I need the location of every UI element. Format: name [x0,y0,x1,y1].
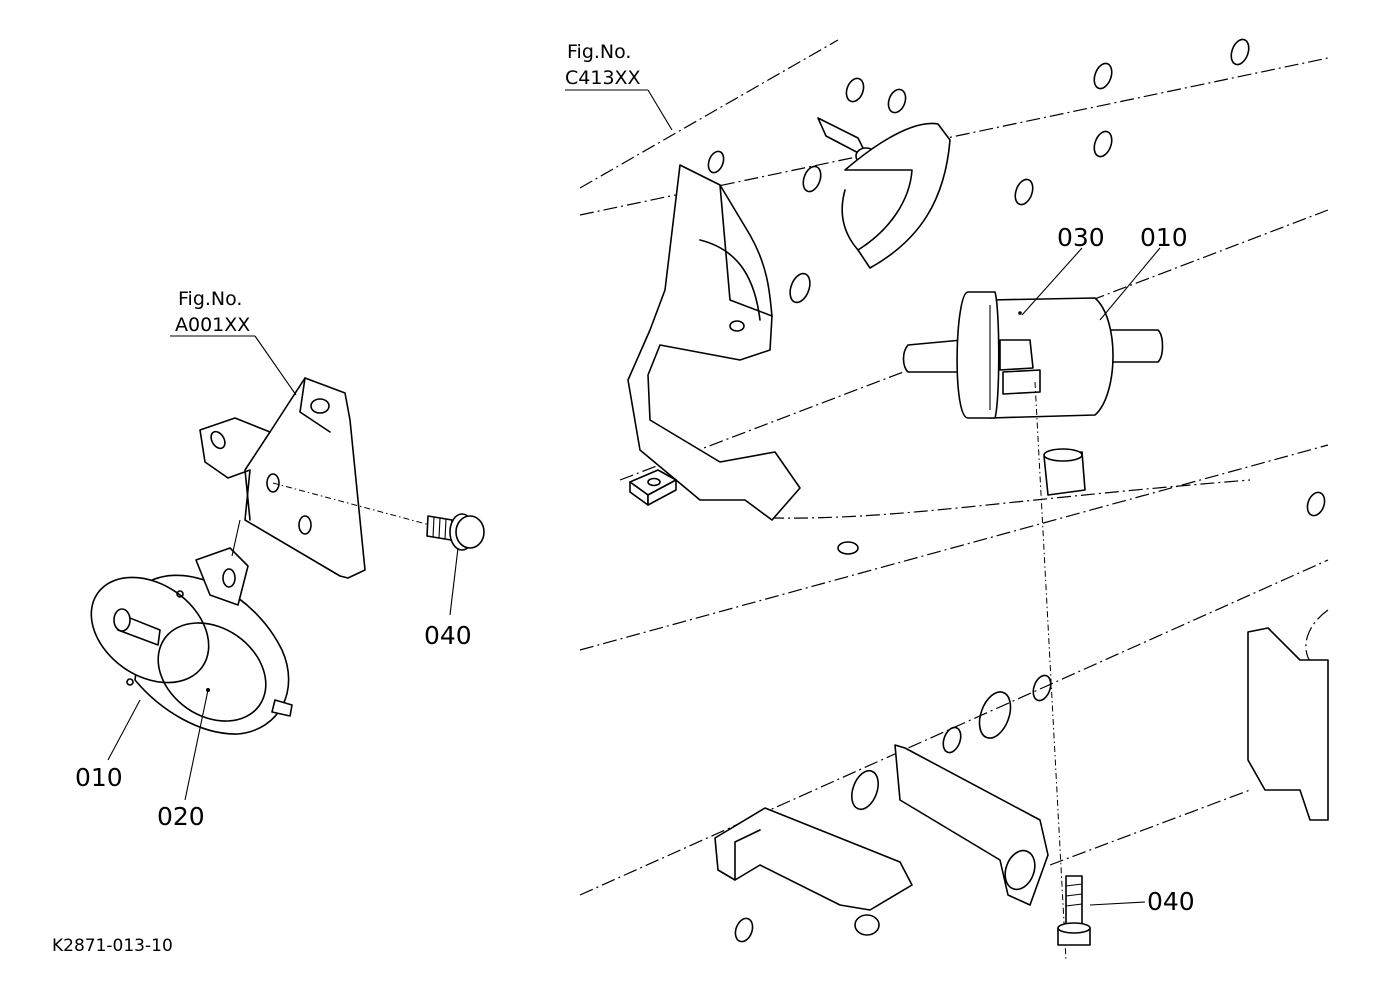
callout-left-010: 010 [75,763,123,792]
fuel-filter-bracket [627,164,801,521]
figure-ref-prefix: Fig.No. [567,41,631,63]
leader-lines [107,89,1161,906]
figure-ref-a001xx: Fig.No. A001XX [175,288,250,336]
callout-left-040: 040 [424,621,472,650]
figure-ref-code: A001XX [175,314,250,336]
callout-left-020: 020 [157,802,205,831]
lower-bracket [714,627,1329,911]
callout-right-030: 030 [1057,223,1105,252]
square-nut [629,469,677,506]
figure-ref-c413xx: Fig.No. C413XX [565,41,641,89]
figure-ref-code: C413XX [565,67,641,89]
drawing-number: K2871-013-10 [52,936,173,956]
fuel-filter-left [90,547,293,735]
left-bracket [199,377,431,579]
bolt-left [426,513,485,551]
fuel-filter-right [902,291,1164,961]
figure-ref-prefix: Fig.No. [178,288,242,310]
callout-right-010: 010 [1140,223,1188,252]
callout-right-040: 040 [1147,887,1195,916]
fuel-pipe [1043,448,1086,496]
bolt-right [1057,875,1091,946]
upper-bracket [817,117,951,269]
